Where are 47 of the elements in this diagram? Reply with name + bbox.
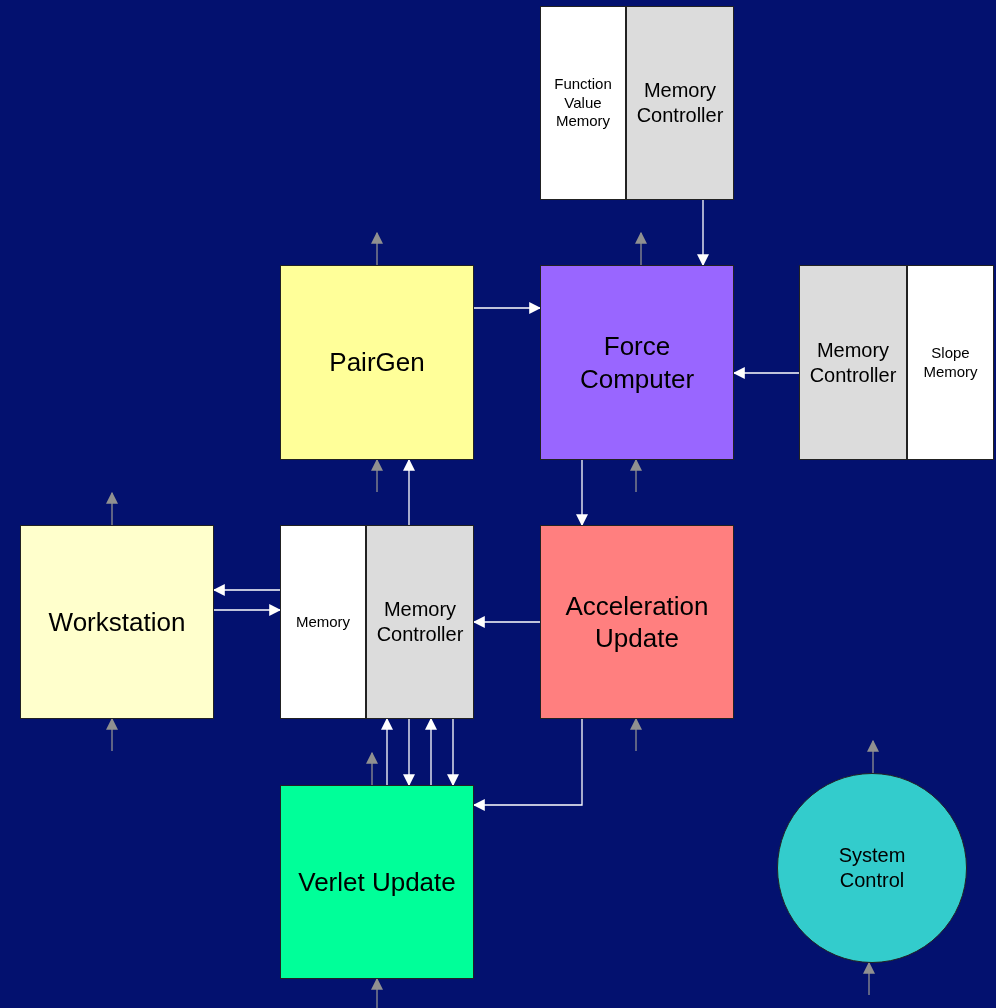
process-box bbox=[280, 265, 474, 460]
memory-block bbox=[280, 525, 366, 719]
node-label: PairGen bbox=[328, 346, 426, 379]
arrow bbox=[425, 717, 437, 786]
arrow bbox=[403, 718, 415, 787]
arrow bbox=[867, 739, 879, 774]
arrow bbox=[472, 616, 541, 628]
arrow bbox=[371, 977, 383, 1008]
arrow bbox=[447, 718, 459, 787]
node-label: Function Value Memory bbox=[553, 74, 613, 132]
node-label: Force Computer bbox=[578, 330, 696, 395]
arrow bbox=[697, 199, 709, 267]
memory-block bbox=[540, 6, 626, 200]
arrow bbox=[473, 302, 542, 314]
node-label: Verlet Update bbox=[297, 865, 457, 899]
arrow bbox=[106, 491, 118, 526]
arrow bbox=[371, 231, 383, 266]
arrow bbox=[630, 458, 642, 493]
node-label: Slope Memory bbox=[922, 343, 979, 382]
arrow bbox=[381, 717, 393, 786]
node-label: Acceleration Update bbox=[564, 589, 710, 655]
controller-block bbox=[366, 525, 474, 719]
arrow bbox=[366, 751, 378, 786]
node-label: Memory bbox=[294, 612, 352, 632]
arrow bbox=[576, 459, 588, 527]
process-box bbox=[280, 785, 474, 979]
arrow bbox=[630, 717, 642, 752]
arrow bbox=[403, 458, 415, 526]
node-label: Memory Controller bbox=[635, 78, 725, 128]
node-label: Memory Controller bbox=[375, 597, 465, 647]
process-box bbox=[540, 265, 734, 460]
node-label: System Control bbox=[837, 843, 907, 893]
arrow bbox=[106, 717, 118, 752]
node-label: Workstation bbox=[47, 605, 187, 639]
controller-block bbox=[626, 6, 734, 200]
arrow bbox=[863, 961, 875, 996]
arrow bbox=[635, 231, 647, 266]
memory-block bbox=[907, 265, 994, 460]
arrow bbox=[371, 458, 383, 493]
controller-block bbox=[799, 265, 907, 460]
arrow bbox=[212, 584, 281, 596]
arrow bbox=[472, 718, 583, 811]
process-box bbox=[20, 525, 214, 719]
node-label: Memory Controller bbox=[808, 337, 898, 388]
process-box bbox=[540, 525, 734, 719]
arrow bbox=[732, 367, 800, 379]
arrow bbox=[213, 604, 282, 616]
